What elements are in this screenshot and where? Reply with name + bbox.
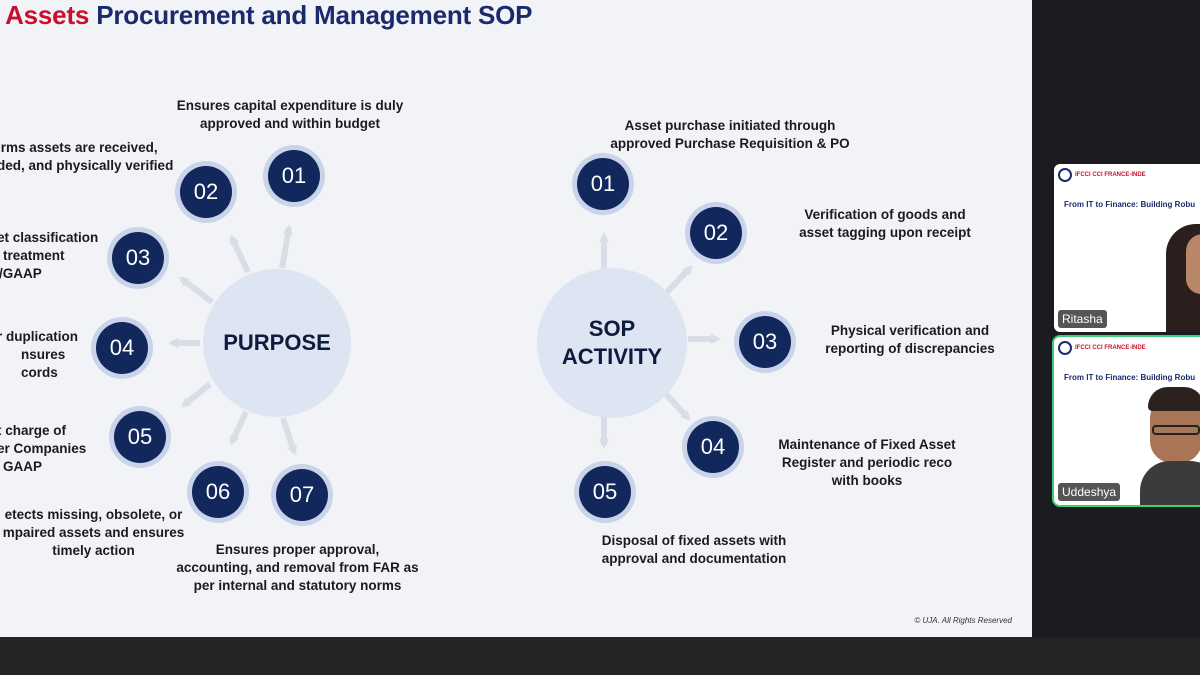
glasses-icon <box>1152 425 1200 435</box>
purpose-arrow-01 <box>279 224 293 269</box>
bottom-toolbar <box>0 637 1200 675</box>
slide-title: l Assets Procurement and Management SOP <box>0 0 533 31</box>
purpose-label: PURPOSE <box>223 330 331 355</box>
activity-badge-05: 05 <box>579 466 631 518</box>
arrow-connectors <box>168 224 721 456</box>
purpose-badge-07: 07 <box>276 469 328 521</box>
purpose-hub: PURPOSE <box>203 269 351 417</box>
activity-arrow-04 <box>662 390 691 421</box>
activity-badge-04: 04 <box>687 421 739 473</box>
participant-tile-uddeshya[interactable]: IFCCI CCI FRANCE-INDE From IT to Finance… <box>1054 337 1200 505</box>
ifcci-logo: IFCCI CCI FRANCE-INDE <box>1058 168 1146 182</box>
activity-label-line2: ACTIVITY <box>561 344 663 369</box>
purpose-badge-06: 06 <box>192 466 244 518</box>
purpose-badge-04: 04 <box>96 322 148 374</box>
activity-arrow-02 <box>661 265 693 298</box>
participant-face-ritasha <box>1186 234 1200 294</box>
title-red-part: l Assets <box>0 0 90 30</box>
purpose-badge-01: 01 <box>268 150 320 202</box>
presentation-slide: l Assets Procurement and Management SOP … <box>0 0 1032 637</box>
purpose-arrow-02 <box>229 234 251 274</box>
purpose-arrow-05 <box>180 381 212 408</box>
activity-badge-02: 02 <box>690 207 742 259</box>
activity-badge-01: 01 <box>577 158 629 210</box>
participant-tile-ritasha[interactable]: IFCCI CCI FRANCE-INDE From IT to Finance… <box>1054 164 1200 332</box>
purpose-arrow-03 <box>178 276 214 305</box>
purpose-text-02: irms assets are received,ded, and physic… <box>0 140 174 173</box>
participant-name-uddeshya: Uddeshya <box>1058 483 1121 501</box>
tile-banner-text: From IT to Finance: Building Robu <box>1064 373 1196 382</box>
activity-badge-03: 03 <box>739 316 791 368</box>
activity-label-line1: SOP <box>588 316 636 341</box>
participant-name-ritasha: Ritasha <box>1058 310 1107 328</box>
purpose-text-07: Ensures proper approval,accounting, and … <box>176 542 419 593</box>
copyright-notice: © UJA. All Rights Reserved <box>914 616 1012 625</box>
purpose-badge-05: 05 <box>114 411 166 463</box>
participant-hair-uddeshya <box>1148 387 1200 411</box>
title-blue-part: Procurement and Management SOP <box>96 0 533 30</box>
tile-banner-text: From IT to Finance: Building Robu <box>1064 200 1196 209</box>
purpose-arrow-06 <box>229 410 249 446</box>
purpose-badge-02: 02 <box>180 166 232 218</box>
purpose-arrow-07 <box>280 417 297 456</box>
participant-shirt-uddeshya <box>1140 461 1200 505</box>
activity-hub: SOP ACTIVITY <box>537 268 687 418</box>
purpose-badge-03: 03 <box>112 232 164 284</box>
ifcci-logo: IFCCI CCI FRANCE-INDE <box>1058 341 1146 355</box>
